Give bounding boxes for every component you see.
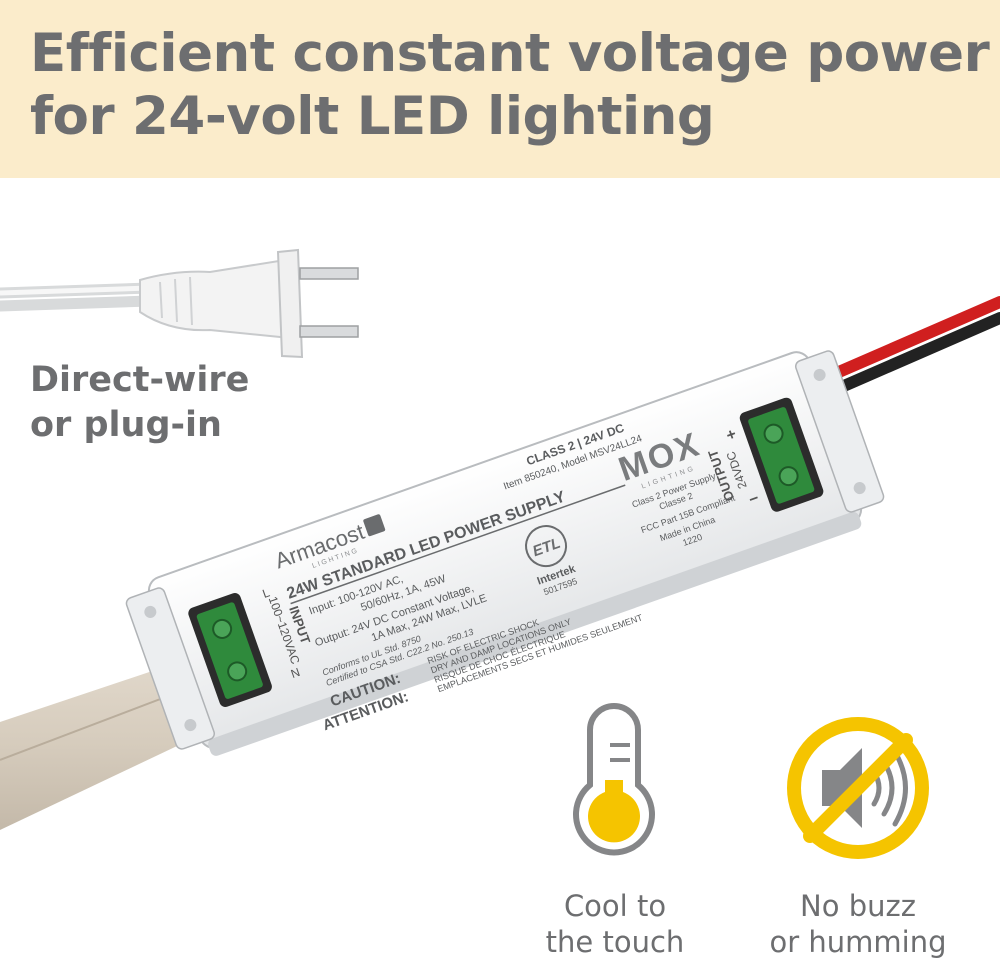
ac-plug (0, 248, 359, 359)
feature-caption-cool: Cool to the touch (538, 888, 692, 960)
headline: Efficient constant voltage power for 24-… (30, 22, 990, 148)
feature-caption-no-buzz: No buzz or humming (760, 888, 956, 960)
feature-no-buzz-line-1: No buzz (800, 889, 916, 923)
power-supply-illustration: INPUT 100~120VAC L N OUTPUT 24VDC + − Ar… (0, 248, 1000, 859)
headline-line-1: Efficient constant voltage power (30, 23, 990, 84)
thermometer-icon (573, 703, 655, 856)
input-l-label: L (261, 585, 272, 601)
feature-no-buzz-line-2: or humming (769, 925, 947, 959)
no-sound-icon (787, 717, 929, 859)
direct-wire-caption: Direct-wire or plug-in (30, 358, 249, 448)
etl-mark-icon (525, 525, 568, 568)
feature-cool-line-1: Cool to (563, 889, 667, 923)
header-banner: Efficient constant voltage power for 24-… (0, 0, 1000, 178)
direct-wire-caption-line-2: or plug-in (30, 405, 222, 445)
output-wires (819, 296, 1000, 398)
feature-cool-line-2: the touch (545, 925, 685, 959)
direct-wire-caption-line-1: Direct-wire (30, 360, 250, 400)
headline-line-2: for 24-volt LED lighting (30, 86, 715, 147)
power-supply-case: INPUT 100~120VAC L N OUTPUT 24VDC + − Ar… (125, 350, 885, 756)
